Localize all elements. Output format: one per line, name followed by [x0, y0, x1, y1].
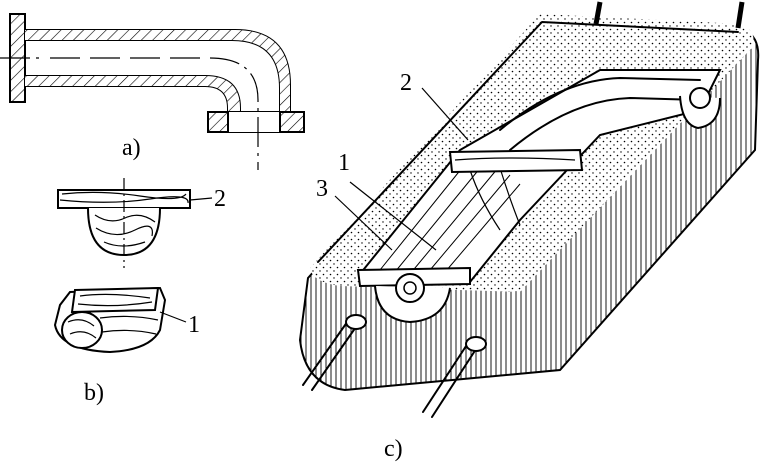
label-c: c)	[384, 436, 403, 462]
label-3-c: 3	[316, 176, 328, 202]
label-2-c: 2	[400, 70, 412, 96]
label-a: a)	[122, 135, 141, 161]
core-box-assembly	[298, 1, 760, 418]
label-2-b: 2	[214, 186, 226, 212]
pipe-elbow-section	[0, 13, 305, 170]
pattern-piece-1	[53, 286, 187, 354]
label-b: b)	[84, 380, 104, 406]
label-1-b: 1	[188, 312, 200, 338]
label-1-c: 1	[338, 150, 350, 176]
pattern-piece-2	[57, 178, 213, 268]
